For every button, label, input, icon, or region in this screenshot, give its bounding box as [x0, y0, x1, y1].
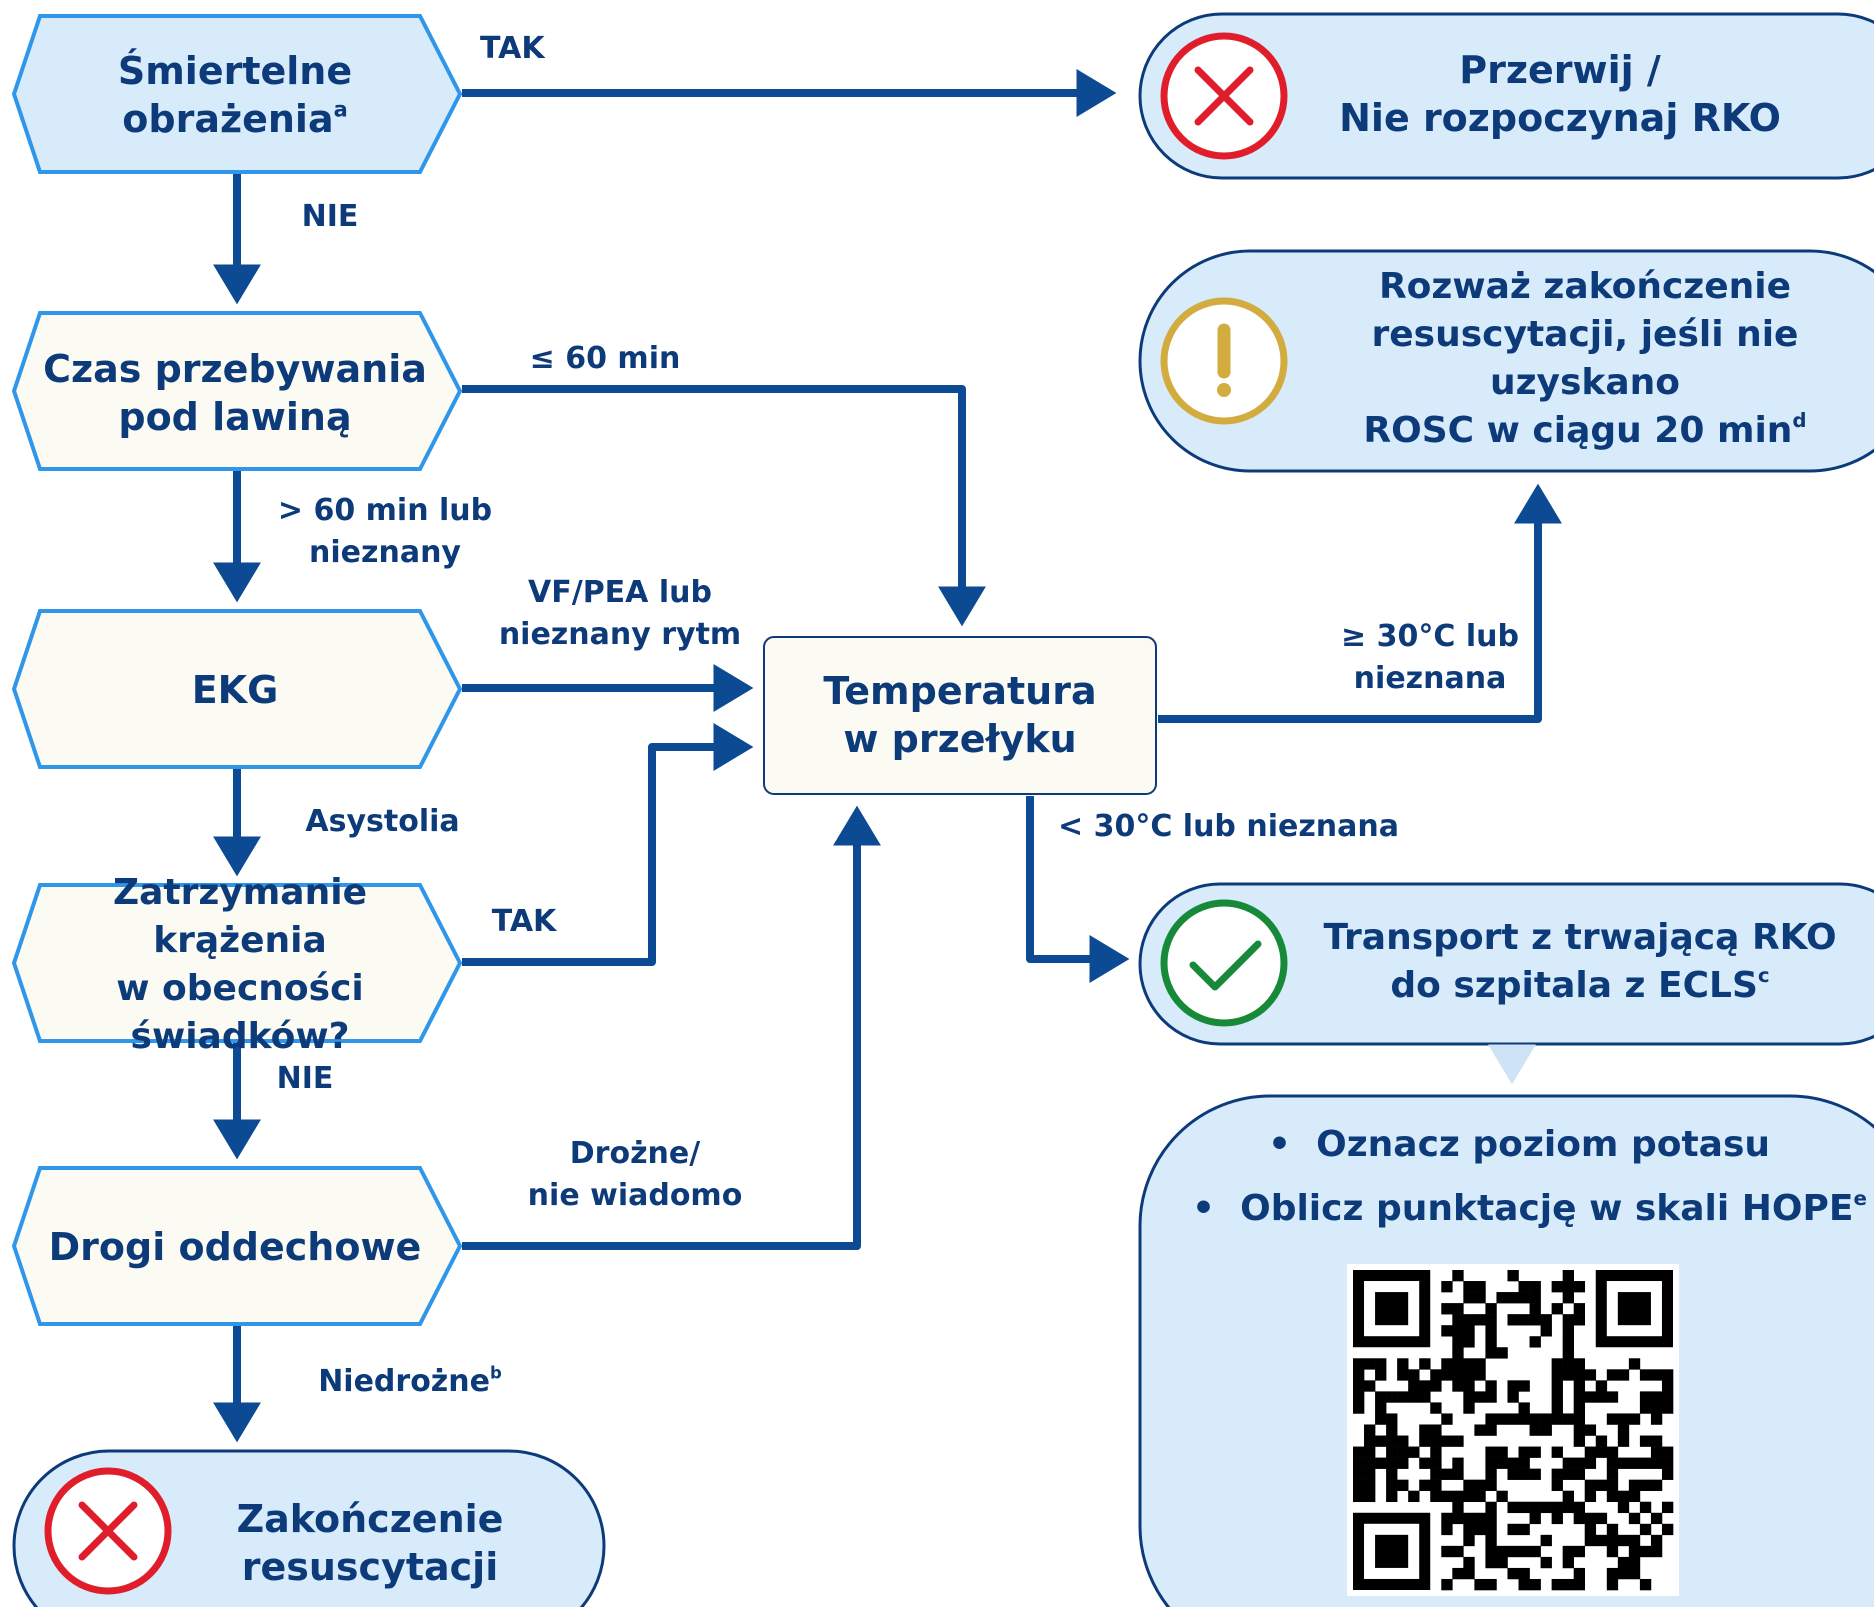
bullet-dot-2: •: [1192, 1188, 1216, 1229]
consider-termination-line3: ROSC w ciągu 20 mind: [1363, 407, 1806, 455]
label-burial-gt60: > 60 min lub nieznany: [270, 490, 500, 574]
stop-cpr-line2: Nie rozpoczynaj RKO: [1339, 96, 1781, 140]
temperature-node-shape: [763, 636, 1157, 795]
footnote-e: e: [1853, 1187, 1867, 1211]
hospital-step-hope: • Oblicz punktację w skali HOPEe: [1192, 1188, 1867, 1229]
footnote-d: d: [1792, 409, 1807, 433]
stop-cpr-outcome-shape: [1138, 12, 1874, 180]
label-airway-blocked-text: Niedrożne: [318, 1364, 490, 1399]
label-burial-gt60-line2: nieznany: [309, 535, 461, 570]
label-airway-open-line1: Drożne/: [569, 1136, 701, 1171]
termination-cross-icon: [44, 1467, 172, 1595]
termination-outcome: Zakończenie resuscytacji: [200, 1488, 540, 1598]
burial-time-node: Czas przebywania pod lawiną: [30, 338, 440, 448]
ekg-node-shape: [11, 609, 463, 769]
hospital-step-potassium-text: Oznacz poziom potasu: [1316, 1124, 1771, 1165]
airway-node-shape: [11, 1166, 463, 1326]
fatal-injuries-node: Śmiertelne obrażeniaa: [40, 40, 430, 150]
arrow-witnessed-to-temperature: [462, 723, 754, 966]
transport-line1: Transport z trwającą RKO: [1323, 917, 1837, 958]
label-burial-le60: ≤ 60 min: [529, 341, 681, 376]
fatal-injuries-line2-text: obrażenia: [122, 97, 334, 141]
stop-cpr-outcome: Przerwij / Nie rozpoczynaj RKO: [1310, 44, 1810, 144]
stop-cpr-cross-icon: [1160, 32, 1288, 160]
label-fatal-no: NIE: [301, 199, 359, 234]
consider-termination-outcome: Rozważ zakończenie resuscytacji, jeśli n…: [1300, 266, 1870, 451]
hope-score-qr-code: [1347, 1264, 1679, 1596]
transport-checkmark-icon: [1160, 899, 1288, 1027]
consider-termination-line1: Rozważ zakończenie: [1378, 266, 1792, 307]
footnote-c: c: [1757, 964, 1770, 988]
label-ekg-vf-line2: nieznany rytm: [498, 617, 742, 652]
witnessed-arrest-node-shape: [11, 883, 463, 1043]
label-airway-open: Drożne/ nie wiadomo: [520, 1133, 750, 1217]
label-ekg-vf-line1: VF/PEA lub: [528, 575, 712, 610]
transport-outcome: Transport z trwającą RKO do szpitala z E…: [1300, 912, 1860, 1012]
label-ekg-asystole: Asystolia: [305, 804, 460, 839]
footnote-a: a: [333, 97, 348, 122]
label-airway-open-line2: nie wiadomo: [527, 1178, 743, 1213]
label-witnessed-yes: TAK: [491, 904, 557, 939]
temperature-node: Temperatura w przełyku: [764, 660, 1156, 770]
temperature-line1: Temperatura: [823, 669, 1097, 713]
transport-line2: do szpitala z ECLSc: [1390, 962, 1769, 1010]
fatal-injuries-node-shape: [11, 14, 463, 174]
ekg-line1: EKG: [191, 668, 279, 712]
termination-line2: resuscytacji: [241, 1545, 499, 1589]
airway-line1: Drogi oddechowe: [48, 1225, 422, 1269]
witnessed-arrest-line1: Zatrzymanie krążenia: [113, 872, 367, 961]
witnessed-arrest-line2: w obecności świadków?: [116, 968, 364, 1057]
transport-outcome-shape: [1138, 882, 1874, 1046]
burial-time-line1: Czas przebywania: [43, 347, 427, 391]
arrow-airway-to-temperature: [462, 805, 881, 1250]
label-temp-ge30: ≥ 30°C lub nieznana: [1330, 616, 1530, 700]
arrow-temperature-to-transport: [1026, 796, 1130, 983]
label-witnessed-no: NIE: [276, 1061, 334, 1096]
consider-termination-outcome-shape: [1138, 249, 1874, 473]
hospital-step-potassium: • Oznacz poziom potasu: [1268, 1124, 1770, 1165]
airway-node: Drogi oddechowe: [30, 1192, 440, 1302]
consider-termination-exclamation-icon: [1160, 297, 1288, 425]
fatal-injuries-line1: Śmiertelne: [117, 49, 353, 93]
ekg-node: EKG: [30, 635, 440, 745]
label-fatal-yes: TAK: [480, 31, 545, 66]
consider-termination-line3-text: ROSC w ciągu 20 min: [1363, 410, 1793, 451]
transport-line2-text: do szpitala z ECLS: [1390, 965, 1758, 1006]
hospital-step-hope-text: Oblicz punktację w skali HOPE: [1240, 1188, 1854, 1229]
label-airway-blocked: Niedrożneb: [300, 1361, 520, 1403]
label-temp-ge30-line2: nieznana: [1353, 661, 1507, 696]
consider-termination-line2: resuscytacji, jeśli nie uzyskano: [1371, 314, 1799, 403]
label-burial-gt60-line1: > 60 min lub: [277, 493, 493, 528]
label-temp-ge30-line1: ≥ 30°C lub: [1341, 619, 1519, 654]
arrow-temperature-to-consider-termination: [1158, 483, 1562, 723]
arrow-burial-to-temperature: [462, 385, 986, 627]
termination-line1: Zakończenie: [236, 1497, 504, 1541]
label-temp-lt30: < 30°C lub nieznana: [1058, 809, 1400, 844]
burial-time-node-shape: [11, 311, 463, 471]
witnessed-arrest-node: Zatrzymanie krążenia w obecności świadkó…: [20, 872, 460, 1057]
fatal-injuries-line2: obrażeniaa: [122, 95, 347, 143]
bullet-dot-1: •: [1268, 1124, 1292, 1165]
stop-cpr-line1: Przerwij /: [1459, 48, 1661, 92]
burial-time-line2: pod lawiną: [118, 395, 352, 439]
label-ekg-vf: VF/PEA lub nieznany rytm: [490, 572, 750, 656]
termination-outcome-shape: [12, 1449, 606, 1607]
temperature-line2: w przełyku: [843, 717, 1077, 761]
footnote-b: b: [489, 1363, 502, 1383]
